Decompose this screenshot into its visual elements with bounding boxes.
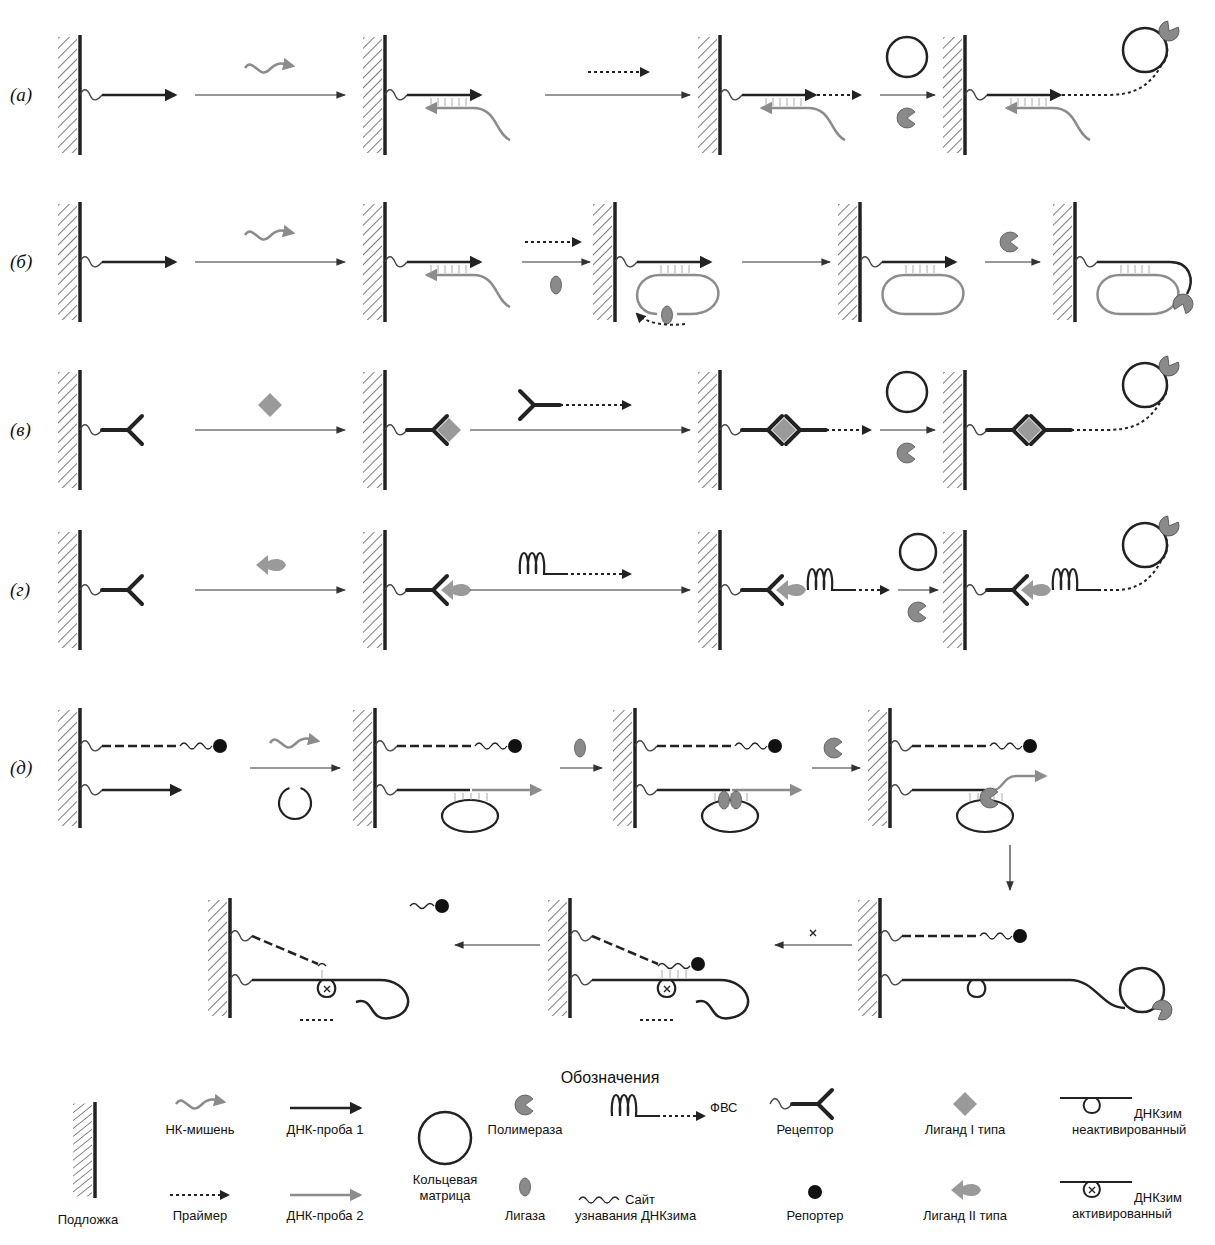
- legend-text: ДНК-проба 2: [265, 1208, 385, 1224]
- legend-symbols: [73, 1090, 1132, 1203]
- legend-text: Лигаза: [475, 1208, 575, 1224]
- legend-text: Подложка: [38, 1212, 138, 1228]
- legend-text: ДНКзим неактивированный: [1072, 1106, 1207, 1138]
- legend-text: Лиганд II типа: [905, 1208, 1025, 1224]
- panel-label: (в): [10, 419, 31, 441]
- panel-label: (д): [10, 757, 32, 779]
- row-d-top: [58, 708, 1045, 890]
- panel-label: (б): [10, 251, 32, 273]
- legend-text: Рецептор: [755, 1122, 855, 1138]
- row-b: [58, 202, 1196, 325]
- row-v: [58, 354, 1182, 490]
- row-g: [58, 514, 1182, 650]
- legend-text: Полимераза: [475, 1122, 575, 1138]
- panel-label: (а): [10, 84, 32, 106]
- legend-text: НК-мишень: [140, 1122, 260, 1138]
- legend-text: Сайт узнавания ДНКзима: [575, 1192, 710, 1224]
- legend-text: Репортер: [765, 1208, 865, 1224]
- legend-text: ДНК-проба 1: [265, 1122, 385, 1138]
- legend-text: ДНКзим активированный: [1072, 1190, 1207, 1222]
- panel-label: (г): [10, 579, 30, 601]
- row-d-bottom: [208, 898, 1176, 1023]
- legend-title: Обозначения: [561, 1069, 660, 1087]
- legend-text: Кольцевая матрица: [400, 1172, 490, 1204]
- row-a: [58, 19, 1182, 155]
- legend-text: ФВС: [710, 1100, 760, 1116]
- legend-text: Праймер: [140, 1208, 260, 1224]
- legend-text: Лиганд I типа: [905, 1122, 1025, 1138]
